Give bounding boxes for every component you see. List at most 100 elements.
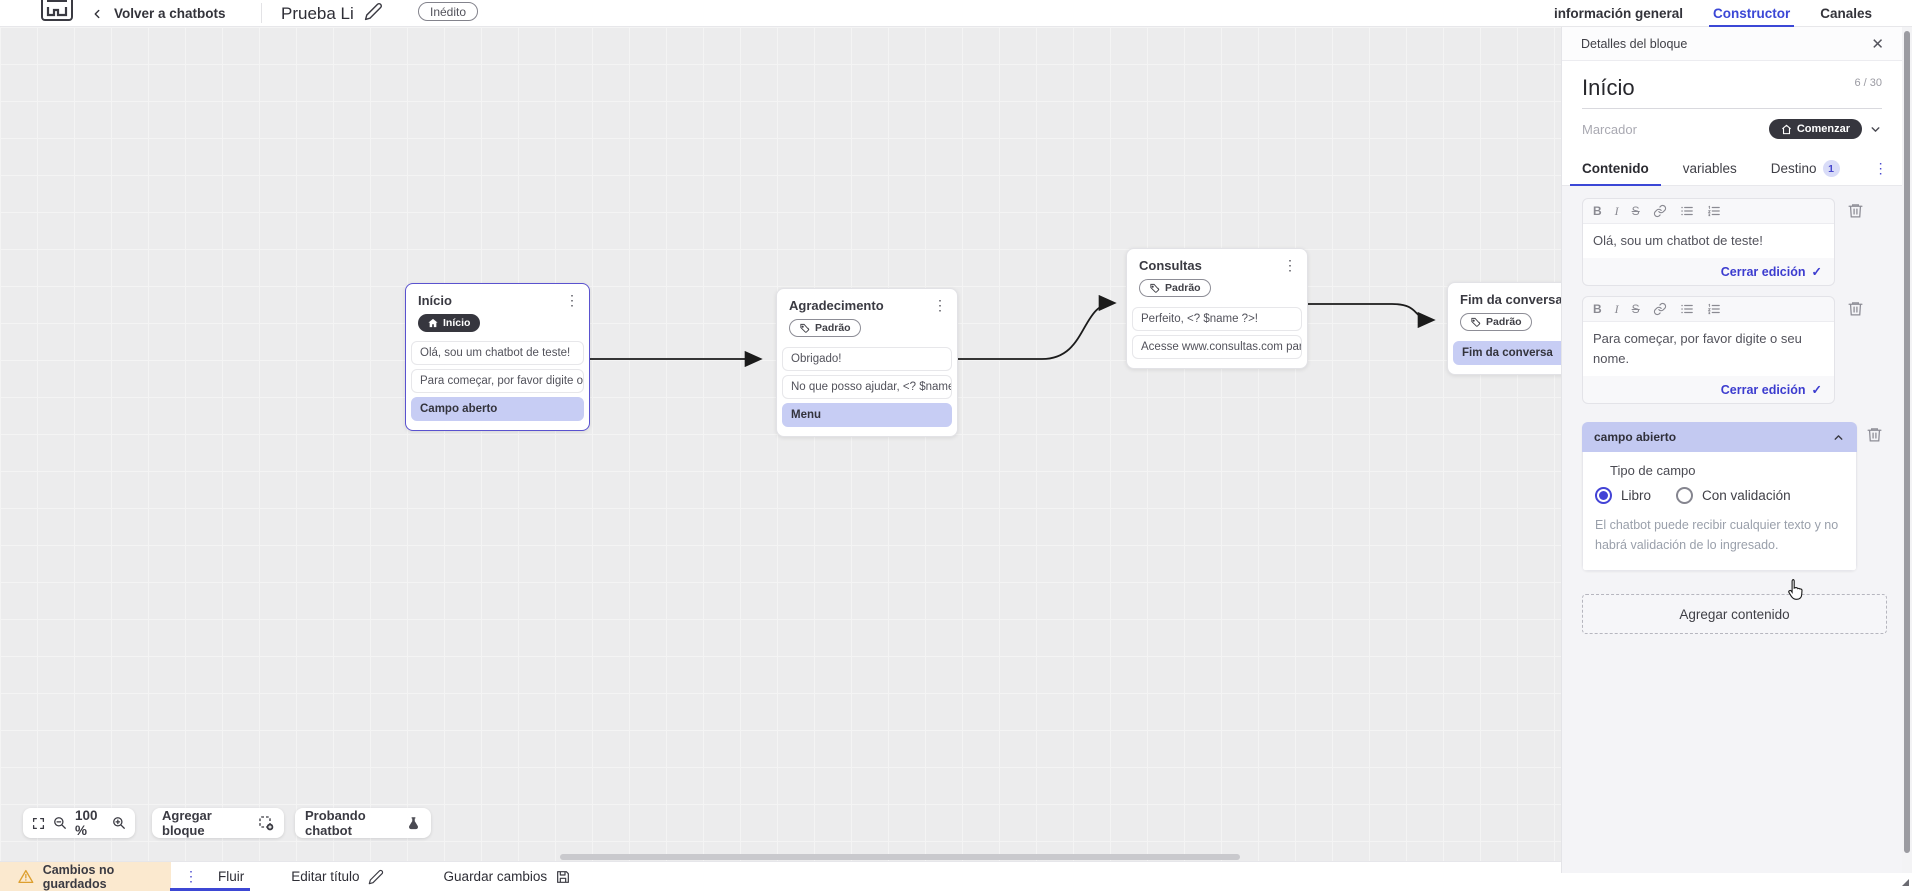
node-fim-da-conversa[interactable]: Fim da conversa ⋮ Padrão Fim da conversa bbox=[1447, 282, 1561, 375]
strikethrough-icon[interactable]: S bbox=[1631, 302, 1640, 317]
edit-title-button[interactable]: Editar título bbox=[291, 869, 383, 885]
tag-icon bbox=[1150, 283, 1160, 293]
zoom-out-icon[interactable] bbox=[53, 816, 67, 830]
home-icon bbox=[428, 318, 438, 328]
home-icon bbox=[1781, 124, 1791, 134]
tab-informacion-general[interactable]: información general bbox=[1553, 6, 1683, 21]
block-name-input[interactable]: Início bbox=[1582, 75, 1635, 100]
message-editor[interactable]: B I S Olá, sou um chatbot de teste! Cerr… bbox=[1582, 198, 1835, 287]
save-changes-button[interactable]: Guardar cambios bbox=[444, 869, 572, 885]
start-marker-button[interactable]: Comenzar bbox=[1768, 119, 1862, 139]
node-agradecimento[interactable]: Agradecimento ⋮ Padrão Obrigado! No que … bbox=[776, 288, 958, 437]
link-icon[interactable] bbox=[1653, 204, 1667, 218]
bold-icon[interactable]: B bbox=[1593, 204, 1602, 218]
flow-edges bbox=[590, 294, 1436, 368]
zoom-controls: 100 % bbox=[23, 808, 135, 838]
flow-tab[interactable]: Fluir bbox=[218, 869, 245, 884]
node-inicio[interactable]: Início ⋮ Início Olá, sou um chatbot de t… bbox=[405, 283, 590, 431]
editor-toolbar: B I S bbox=[1583, 199, 1834, 224]
bullet-list-icon[interactable] bbox=[1680, 302, 1694, 316]
flow-canvas[interactable]: Início ⋮ Início Olá, sou um chatbot de t… bbox=[0, 27, 1561, 861]
add-content-button[interactable]: Agregar contenido bbox=[1582, 594, 1887, 635]
node-content-message[interactable]: Acesse www.consultas.com par... bbox=[1132, 334, 1302, 359]
bold-icon[interactable]: B bbox=[1593, 302, 1602, 317]
node-title: Consultas bbox=[1139, 258, 1202, 273]
node-content-message[interactable]: Para começar, por favor digite o ... bbox=[411, 369, 584, 393]
delete-content-icon[interactable] bbox=[1847, 300, 1864, 317]
link-icon[interactable] bbox=[1653, 302, 1667, 316]
edit-title-pencil-icon[interactable] bbox=[364, 2, 383, 21]
app-logo-icon[interactable] bbox=[38, 0, 76, 24]
warning-icon bbox=[18, 869, 34, 884]
check-icon: ✓ bbox=[1811, 265, 1822, 280]
node-content-message[interactable]: Obrigado! bbox=[782, 346, 952, 371]
builder-top-tabs: información general Constructor Canales bbox=[1554, 0, 1872, 27]
chevron-down-icon[interactable] bbox=[1869, 123, 1882, 136]
radio-con-validacion[interactable] bbox=[1676, 487, 1694, 505]
node-content-menu[interactable]: Menu bbox=[782, 402, 952, 427]
tab-canales[interactable]: Canales bbox=[1820, 6, 1872, 21]
open-field-block: campo abierto Tipo de campo Libro Con va… bbox=[1582, 422, 1857, 572]
node-consultas[interactable]: Consultas ⋮ Padrão Perfeito, <? $name ?>… bbox=[1126, 248, 1308, 369]
fit-view-icon[interactable] bbox=[32, 817, 45, 830]
default-badge: Padrão bbox=[1139, 279, 1211, 297]
italic-icon[interactable]: I bbox=[1614, 204, 1619, 218]
strikethrough-icon[interactable]: S bbox=[1631, 204, 1640, 218]
content-editor-row: B I S Olá, sou um chatbot de teste! Cerr… bbox=[1582, 198, 1902, 287]
flow-tab-menu-icon[interactable]: ⋮ bbox=[184, 868, 198, 884]
close-panel-icon[interactable]: ✕ bbox=[1871, 35, 1884, 53]
italic-icon[interactable]: I bbox=[1614, 302, 1619, 317]
test-chatbot-label: Probando chatbot bbox=[305, 808, 366, 838]
numbered-list-icon[interactable] bbox=[1707, 302, 1721, 316]
panel-tab-destino[interactable]: Destino 1 bbox=[1771, 152, 1840, 185]
message-text[interactable]: Olá, sou um chatbot de teste! bbox=[1583, 224, 1834, 259]
panel-scrollbar-thumb[interactable] bbox=[1904, 31, 1910, 853]
radio-con-validacion-label[interactable]: Con validación bbox=[1702, 488, 1791, 504]
node-content-message[interactable]: No que posso ajudar, <? $name ... bbox=[782, 374, 952, 399]
pencil-icon bbox=[368, 869, 383, 884]
radio-libro[interactable] bbox=[1595, 487, 1612, 505]
tag-icon bbox=[1471, 317, 1481, 327]
chatbot-title[interactable]: Prueba Li bbox=[281, 3, 354, 23]
radio-libro-label[interactable]: Libro bbox=[1621, 488, 1652, 504]
editor-toolbar: B I S bbox=[1583, 297, 1834, 323]
node-content-message[interactable]: Perfeito, <? $name ?>! bbox=[1132, 306, 1302, 331]
message-editor[interactable]: B I S Para começar, por favor digite o s… bbox=[1582, 296, 1835, 405]
chevron-up-icon bbox=[1834, 435, 1843, 440]
resize-grip-icon[interactable] bbox=[1901, 878, 1910, 887]
panel-tab-contenido[interactable]: Contenido bbox=[1570, 152, 1661, 186]
message-text[interactable]: Para começar, por favor digite o seu nom… bbox=[1583, 322, 1834, 377]
canvas-horizontal-scrollbar[interactable] bbox=[560, 854, 1240, 860]
delete-content-icon[interactable] bbox=[1847, 202, 1864, 219]
close-edit-button[interactable]: Cerrar edición ✓ bbox=[1720, 382, 1822, 398]
marker-placeholder[interactable]: Marcador bbox=[1582, 121, 1637, 137]
tab-constructor[interactable]: Constructor bbox=[1708, 0, 1795, 27]
panel-tab-variables[interactable]: variables bbox=[1682, 161, 1737, 176]
bullet-list-icon[interactable] bbox=[1680, 204, 1694, 218]
delete-content-icon[interactable] bbox=[1866, 426, 1883, 443]
node-title: Agradecimento bbox=[789, 298, 884, 313]
name-char-counter: 6 / 30 bbox=[1854, 77, 1882, 89]
bottom-bar: Cambios no guardados ⋮ Fluir Editar títu… bbox=[0, 861, 1912, 891]
node-menu-icon[interactable]: ⋮ bbox=[565, 292, 579, 308]
open-field-header[interactable]: campo abierto bbox=[1582, 422, 1857, 453]
node-menu-icon[interactable]: ⋮ bbox=[933, 297, 947, 313]
back-to-chatbots-button[interactable]: Volver a chatbots bbox=[90, 0, 226, 27]
panel-tabs-menu-icon[interactable]: ⋮ bbox=[1873, 160, 1888, 176]
default-badge: Padrão bbox=[1460, 313, 1532, 331]
zoom-level: 100 % bbox=[75, 808, 98, 838]
unsaved-changes-chip: Cambios no guardados bbox=[0, 861, 171, 891]
field-type-label: Tipo de campo bbox=[1610, 463, 1696, 479]
top-bar: Volver a chatbots Prueba Li Inédito info… bbox=[0, 0, 1912, 27]
node-content-end[interactable]: Fim da conversa bbox=[1453, 340, 1561, 365]
add-block-button[interactable]: Agregar bloque bbox=[152, 808, 284, 838]
test-chatbot-button[interactable]: Probando chatbot bbox=[295, 808, 431, 838]
node-content-open-field[interactable]: Campo aberto bbox=[411, 397, 584, 421]
open-field-title: campo abierto bbox=[1594, 430, 1677, 445]
node-menu-icon[interactable]: ⋮ bbox=[1283, 257, 1297, 273]
numbered-list-icon[interactable] bbox=[1707, 204, 1721, 218]
zoom-in-icon[interactable] bbox=[112, 816, 126, 830]
close-edit-button[interactable]: Cerrar edición ✓ bbox=[1720, 264, 1822, 280]
node-content-message[interactable]: Olá, sou um chatbot de teste! bbox=[411, 341, 584, 365]
